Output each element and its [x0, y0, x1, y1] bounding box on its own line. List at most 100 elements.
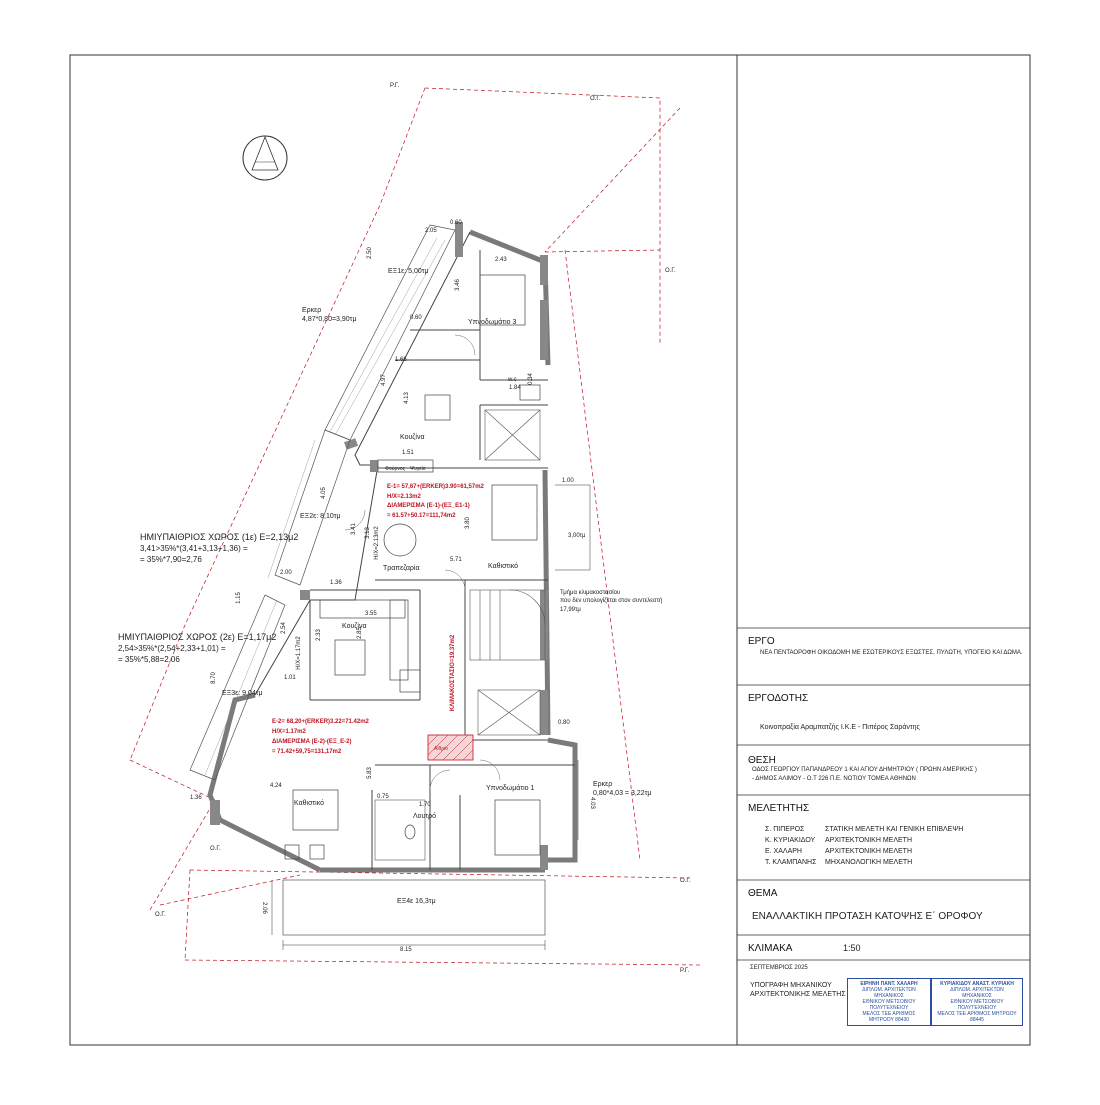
dim-136b: 1.36: [190, 795, 202, 801]
sheet-border: [69, 54, 1031, 1046]
dim-206: 2.06: [260, 902, 267, 914]
dim-413: 4.13: [403, 392, 410, 404]
meletitis-role-3: ΑΡΧΙΤΕΚΤΟΝΙΚΗ ΜΕΛΕΤΗ: [825, 848, 913, 855]
doors: [344, 334, 501, 791]
e1-line1: Ε-1= 57,67+(ERKER)3.90=61,57m2: [387, 484, 484, 490]
dim-151: 1.51: [402, 450, 414, 456]
stair-note-1: Τμήμα κλιμακοστασίου: [560, 590, 621, 596]
hmiyp1-line2: 3,41>35%*(3,41+3,13+1,36) =: [140, 544, 248, 553]
dim-313: 3.13: [364, 527, 371, 539]
titleblock-lines: [737, 627, 1030, 961]
thema-text: ΕΝΑΛΛΑΚΤΙΚΗ ΠΡΟΤΑΣΗ ΚΑΤΟΨΗΣ Ε΄ ΟΡΟΦΟΥ: [752, 911, 983, 922]
room-label-kouzina-2: Κουζίνα: [342, 623, 367, 630]
staircase: [374, 409, 546, 861]
meletitis-role-1: ΣΤΑΤΙΚΗ ΜΕΛΕΤΗ ΚΑΙ ΓΕΝΙΚΗ ΕΠΙΒΛΕΨΗ: [825, 826, 964, 833]
dim-115: 1.15: [235, 592, 242, 604]
dim-355: 3.55: [365, 611, 377, 617]
dim-285: 2.85: [356, 627, 363, 639]
meletitis-name-2: Κ. ΚΥΡΙΑΚΙΔΟΥ: [765, 837, 816, 844]
room-label-ypnodomatio3: Υπνοδωμάτιο 3: [468, 319, 517, 326]
meletitis-role-2: ΑΡΧΙΤΕΚΤΟΝΙΚΗ ΜΕΛΕΤΗ: [825, 837, 913, 844]
ergo-heading: ΕΡΓΟ: [748, 636, 775, 647]
dim-254: 2.54: [280, 622, 287, 634]
room-label-ex2: ΕΞ2ε: 8,10τμ: [300, 513, 341, 520]
hmiyp2-line3: = 35%*5,88=2,06: [118, 655, 180, 664]
og-label-left: Ο.Γ.: [210, 846, 221, 852]
north-arrow-icon: [242, 135, 288, 181]
ergodotis-heading: ΕΡΓΟΔΟΤΗΣ: [748, 693, 809, 704]
dimension-lines: [271, 484, 591, 950]
ergo-text: ΝΕΑ ΠΕΝΤΑΟΡΟΦΗ ΟΙΚΟΔΟΜΗ ΜΕ ΕΣΩΤΕΡΙΚΟΥΣ Ε…: [760, 650, 1023, 656]
room-label-psygeio: Ψυγείο: [410, 466, 426, 472]
dim-060b: 0.60: [410, 315, 422, 321]
room-label-kathistiko-2: Καθιστικό: [294, 800, 325, 807]
ypografi-line2: ΑΡΧΙΤΕΚΤΟΝΙΚΗΣ ΜΕΛΕΤΗΣ: [750, 991, 846, 998]
e1-line4: = 61.57+50.17=111,74m2: [387, 513, 456, 519]
dim-250: 2.50: [366, 247, 373, 259]
dim-405: 4.05: [320, 487, 327, 499]
room-label-ypnodomatio1: Υπνοδωμάτιο 1: [486, 785, 535, 792]
e1-line2: Η/Χ=2.13m2: [387, 494, 421, 500]
meletitis-name-3: Ε. ΧΑΛΑΡΗ: [765, 848, 802, 855]
stair-lobby-hatch: [427, 734, 474, 761]
rg-label-top: Ρ.Γ.: [390, 83, 400, 89]
e2-line4: = 71.42+59,75=131,17m2: [272, 749, 342, 755]
klimaka-value: 1:50: [843, 943, 861, 953]
dim-870: 8.70: [210, 672, 217, 684]
property-line: [129, 87, 701, 966]
hmiyp1-line1: ΗΜΙΥΠΑΙΘΡΙΟΣ ΧΩΡΟΣ (1ε) Ε=2,13μ2: [140, 532, 299, 542]
meletitis-name-1: Σ. ΠΙΠΕΡΟΣ: [765, 826, 805, 833]
stamp2-line1: ΚΥΡΙΑΚΙΔΟΥ ΑΝΑΣΤ. ΚΥΡΙΑΚΗ: [940, 981, 1014, 987]
hmiyp2-line1: ΗΜΙΥΠΑΙΘΡΙΟΣ ΧΩΡΟΣ (2ε) Ε=1,17μ2: [118, 632, 277, 642]
dim-100: 1.00: [562, 478, 574, 484]
og-label-bottom-left: Ο.Γ.: [155, 912, 166, 918]
dim-136a: 1.36: [330, 580, 342, 586]
rg-label-bottom: Ρ.Γ.: [680, 968, 690, 974]
og-label-top: Ο.Γ.: [590, 96, 601, 102]
meletites-heading: ΜΕΛΕΤΗΤΗΣ: [748, 803, 810, 814]
dim-497: 4.97: [380, 374, 387, 386]
room-label-wc: w.c: [508, 377, 517, 383]
thesi-line1: ΟΔΟΣ ΓΕΩΡΓΙΟΥ ΠΑΠΑΝΔΡΕΟΥ 1 ΚΑΙ ΑΓΙΟΥ ΔΗΜ…: [752, 767, 977, 773]
balcony-hatching: [204, 237, 446, 776]
stair-note-2: που δεν υπολογίζεται στον συντελεστή: [560, 598, 663, 604]
hmiyp2-line2: 2,54>35%*(2,54+2,33+1,01) =: [118, 644, 226, 653]
room-label-kouzina-1: Κουζίνα: [400, 434, 425, 441]
erker2-title: Ερκερ: [593, 781, 613, 788]
e1-line3: ΔΙΑΜΕΡΙΣΜΑ (Ε-1)-(ΕΞ_Ε1-1): [387, 503, 470, 509]
dim-300: 3,00τμ: [568, 533, 586, 539]
room-label-ex3: ΕΞ3ε: 9,04τμ: [222, 690, 263, 697]
dim-075: 0.75: [377, 794, 389, 800]
meletitis-name-4: Τ. ΚΛΑΜΠΑΝΗΣ: [765, 859, 817, 866]
date-text: ΣΕΠΤΕΜΒΡΙΟΣ 2025: [750, 965, 808, 971]
e2-line2: Η/Χ=1.17m2: [272, 729, 306, 735]
dim-205: 2.05: [425, 228, 437, 234]
erker1-title: Ερκερ: [302, 307, 322, 314]
stair-note-3: 17,99τμ: [560, 607, 581, 613]
erker2-calc: 0,80*4,03 = 3,22τμ: [593, 790, 652, 797]
meletitis-role-4: ΜΗΧΑΝΟΛΟΓΙΚΗ ΜΕΛΕΤΗ: [825, 859, 913, 866]
thema-heading: ΘΕΜΑ: [748, 888, 778, 899]
dim-424: 4.24: [270, 783, 282, 789]
e2-line1: Ε-2= 68,20+(ERKER)3.22=71.42m2: [272, 719, 369, 725]
e2-line3: ΔΙΑΜΕΡΙΣΜΑ (Ε-2)-(ΕΞ_Ε-2): [272, 739, 352, 745]
dim-080: 0.80: [558, 720, 570, 726]
stamp2-line3: ΕΘΝΙΚΟΥ ΜΕΤΣΟΒΙΟΥ ΠΟΛΥΤΕΧΝΕΙΟΥ: [950, 999, 1004, 1011]
stamp1-line1: ΕΙΡΗΝΗ ΠΑΝΤ. ΧΑΛΑΡΗ: [860, 981, 918, 987]
ypografi-line1: ΥΠΟΓΡΑΦΗ ΜΗΧΑΝΙΚΟΥ: [750, 982, 832, 989]
dim-583: 5.83: [366, 767, 373, 779]
stamp1-line2: ΔΙΠΛΩΜ. ΑΡΧΙΤΕΚΤΩΝ ΜΗΧΑΝΙΚΟΣ: [862, 987, 916, 999]
dim-243: 2.43: [495, 257, 507, 263]
dim-346: 3.46: [454, 279, 461, 291]
balconies: [189, 224, 546, 936]
dim-380: 3.80: [464, 517, 471, 529]
erker1-calc: 4,87*0,80=3,90τμ: [302, 316, 357, 323]
dim-233: 2.33: [315, 629, 322, 641]
engineer-stamp-1: ΕΙΡΗΝΗ ΠΑΝΤ. ΧΑΛΑΡΗ ΔΙΠΛΩΜ. ΑΡΧΙΤΕΚΤΩΝ Μ…: [847, 978, 931, 1026]
outer-walls: [207, 229, 578, 873]
stamp1-line3: ΕΘΝΙΚΟΥ ΜΕΤΣΟΒΙΟΥ ΠΟΛΥΤΕΧΝΕΙΟΥ: [862, 999, 916, 1011]
stamp1-line4: ΜΕΛΟΣ ΤΕΕ ΑΡΙΘΜΟΣ ΜΗΤΡΩΟΥ 88430: [862, 1011, 916, 1023]
klimaka-heading: ΚΛΙΜΑΚΑ: [748, 943, 793, 954]
